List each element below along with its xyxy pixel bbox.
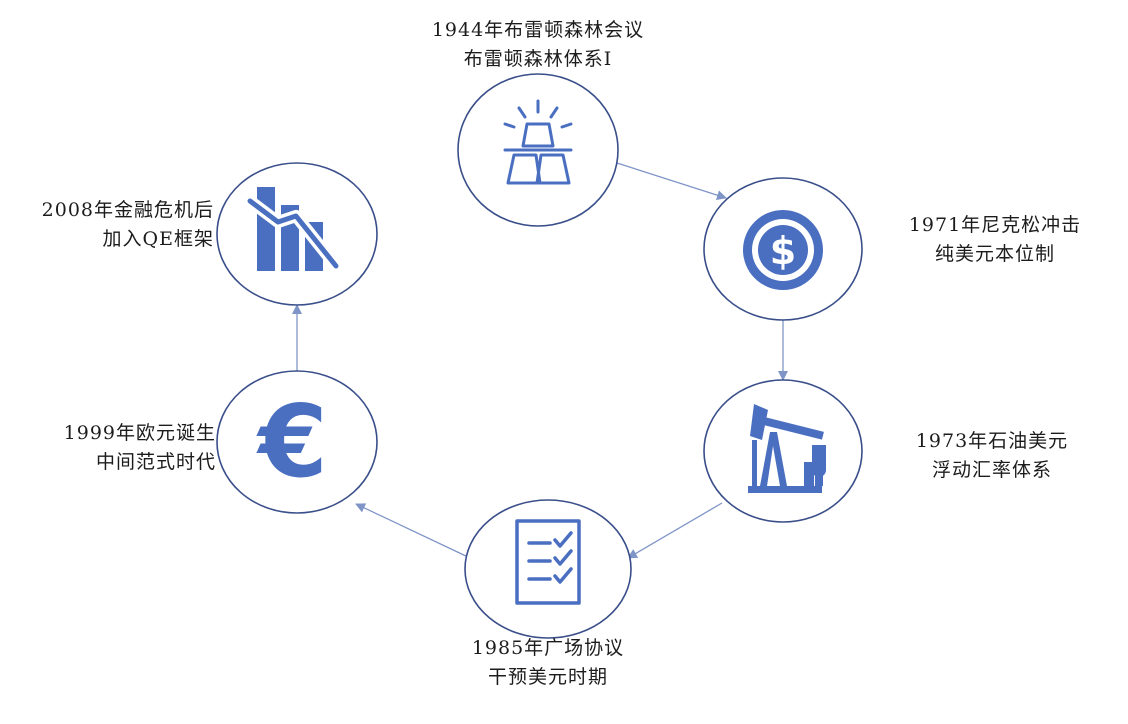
label-1971: 1971年尼克松冲击 纯美元本位制 <box>892 211 1098 269</box>
svg-text:$: $ <box>770 229 796 273</box>
circle-1973 <box>703 379 863 523</box>
label-1944-line1: 1944年布雷顿森林会议 <box>431 19 645 41</box>
oil-pump-icon <box>748 404 826 493</box>
gold-bars-icon <box>503 99 573 185</box>
label-1971-line2: 纯美元本位制 <box>934 243 1055 265</box>
label-1971-line1: 1971年尼克松冲击 <box>908 214 1082 236</box>
circle-1999 <box>216 370 378 514</box>
arrow-1944-to-1971 <box>616 162 727 201</box>
circle-1985 <box>464 499 632 639</box>
label-1985-line2: 干预美元时期 <box>487 666 608 688</box>
label-1985: 1985年广场协议 干预美元时期 <box>440 634 656 692</box>
declining-chart-icon <box>244 187 342 272</box>
arrow-1973-to-1985 <box>627 502 723 559</box>
label-1985-line1: 1985年广场协议 <box>471 637 625 659</box>
connectors <box>292 162 788 559</box>
dollar-coin-icon: $ <box>743 210 823 290</box>
label-2008-line2: 加入QE框架 <box>102 228 214 250</box>
svg-text:€: € <box>256 383 328 500</box>
checklist-icon <box>515 519 581 605</box>
label-2008-line1: 2008年金融危机后 <box>41 199 214 221</box>
label-1944-line2: 布雷顿森林体系I <box>463 48 613 70</box>
label-1944: 1944年布雷顿森林会议 布雷顿森林体系I <box>392 16 684 74</box>
arrow-1985-to-1999 <box>355 503 469 558</box>
label-1973: 1973年石油美元 浮动汇率体系 <box>902 427 1082 485</box>
label-1999: 1999年欧元诞生 中间范式时代 <box>20 419 216 477</box>
label-1973-line2: 浮动汇率体系 <box>931 459 1052 481</box>
label-1973-line1: 1973年石油美元 <box>915 430 1069 452</box>
label-1999-line2: 中间范式时代 <box>95 451 216 473</box>
label-1999-line1: 1999年欧元诞生 <box>63 422 216 444</box>
label-2008: 2008年金融危机后 加入QE框架 <box>0 196 214 254</box>
euro-icon: € <box>256 383 328 500</box>
